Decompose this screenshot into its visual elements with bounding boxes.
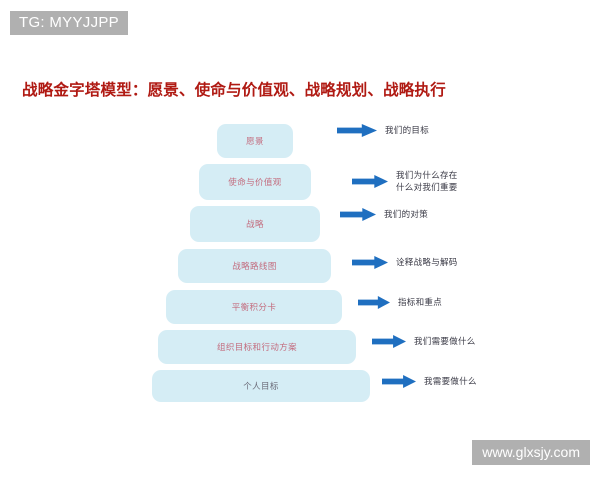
pyramid-annotation: 我们需要做什么 [372,335,476,348]
pyramid-annotation: 指标和重点 [358,296,442,309]
pyramid-tier[interactable]: 使命与价值观 [199,164,311,200]
right-arrow-icon [352,256,388,269]
pyramid-tier-label: 战略路线图 [232,260,277,271]
top-left-watermark: TG: MYYJJPP [10,11,128,35]
page-title: 战略金字塔模型：愿景、使命与价值观、战略规划、战略执行 [22,82,446,99]
right-arrow-icon [340,208,376,221]
annotation-text: 指标和重点 [398,297,443,308]
pyramid-tier[interactable]: 个人目标 [152,370,370,402]
pyramid-annotation: 我们为什么存在 什么对我们重要 [352,169,458,194]
pyramid-tier-label: 平衡积分卡 [231,301,277,312]
annotation-text: 诠释战略与解码 [396,257,458,268]
pyramid-tier[interactable]: 愿景 [217,124,293,158]
pyramid-tier-label: 战略 [246,218,264,229]
pyramid-annotation: 诠释战略与解码 [352,256,458,269]
pyramid-tier-label: 个人目标 [243,380,279,391]
pyramid-tier[interactable]: 组织目标和行动方案 [158,330,356,364]
pyramid-tier-label: 使命与价值观 [228,176,282,187]
pyramid-tier[interactable]: 平衡积分卡 [166,290,342,324]
right-arrow-icon [337,124,377,137]
right-arrow-icon [372,335,406,348]
pyramid-tier-label: 组织目标和行动方案 [216,341,298,352]
right-arrow-icon [358,296,390,309]
right-arrow-icon [352,174,388,188]
pyramid-annotation: 我们的对策 [340,208,428,221]
annotation-text: 我们为什么存在 什么对我们重要 [396,170,458,193]
annotation-text: 我们的对策 [384,209,429,220]
pyramid-tier-label: 愿景 [246,135,264,146]
pyramid-tier[interactable]: 战略路线图 [178,249,331,283]
annotation-text: 我们的目标 [385,125,430,136]
annotation-text: 我需要做什么 [424,376,477,387]
pyramid-annotation: 我需要做什么 [382,375,477,388]
right-arrow-icon [382,375,416,388]
annotation-text: 我们需要做什么 [414,336,476,347]
site-watermark: www.glxsjy.com [472,440,590,465]
pyramid-tier[interactable]: 战略 [190,206,320,242]
pyramid-annotation: 我们的目标 [337,124,429,137]
